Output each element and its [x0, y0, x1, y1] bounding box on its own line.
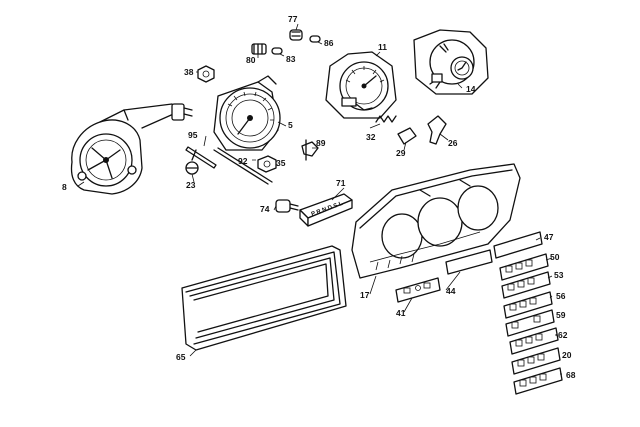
callout-23: 23 — [186, 180, 196, 190]
callout-50: 50 — [550, 252, 560, 262]
part-71-selector-plate: P R N D S L — [299, 193, 353, 227]
part-92-cable — [213, 147, 273, 185]
callout-32: 32 — [366, 132, 376, 142]
callout-62: 62 — [558, 330, 568, 340]
part-17-cluster-housing — [351, 163, 521, 279]
callout-8: 8 — [62, 182, 67, 192]
part-74-bulb-holder — [275, 199, 299, 213]
part-65-plate — [511, 347, 561, 375]
callout-74: 74 — [260, 204, 270, 214]
callout-92: 92 — [238, 156, 248, 166]
part-5-speedometer — [213, 75, 281, 151]
part-77-bulb — [289, 29, 303, 41]
part-50-plate — [499, 253, 549, 281]
part-26-bracket — [427, 115, 447, 145]
part-38-screw — [197, 65, 215, 83]
callout-83: 83 — [286, 54, 296, 64]
part-8-gauge-housing — [70, 103, 193, 195]
part-44-strip — [445, 249, 493, 275]
callout-29: 29 — [396, 148, 406, 158]
part-47-plate — [493, 231, 543, 259]
callout-89: 89 — [316, 138, 326, 148]
callout-77: 77 — [288, 14, 298, 24]
part-62-plate — [509, 327, 559, 355]
part-83-lamp — [271, 47, 283, 55]
part-95-shaft — [185, 146, 217, 169]
callout-47: 47 — [544, 232, 554, 242]
part-53-plate — [501, 271, 551, 299]
callout-26: 26 — [448, 138, 458, 148]
callout-44: 44 — [446, 286, 456, 296]
callout-38: 38 — [184, 67, 194, 77]
part-11-tachometer — [325, 51, 397, 119]
callout-65: 20 — [562, 350, 572, 360]
callout-86: 86 — [324, 38, 334, 48]
part-14-clock-gauge — [413, 29, 489, 95]
callout-11: 11 — [378, 42, 387, 52]
callout-5: 5 — [288, 120, 293, 130]
callout-41: 41 — [396, 308, 406, 318]
part-80-socket — [251, 43, 267, 55]
part-59-plate — [505, 309, 555, 337]
callout-14: 14 — [466, 84, 476, 94]
callout-80: 80 — [246, 55, 256, 65]
part-20-lens-frame — [181, 245, 347, 351]
callout-17: 17 — [360, 290, 370, 300]
callout-71: 71 — [336, 178, 346, 188]
part-86-lamp — [309, 35, 321, 43]
leader-lines — [77, 23, 562, 375]
callout-35: 35 — [276, 158, 286, 168]
part-35-socket — [257, 155, 277, 173]
part-41-switch-strip — [395, 277, 441, 303]
part-89-clip — [301, 139, 319, 161]
part-56-plate — [503, 291, 553, 319]
part-68-plate — [513, 367, 563, 395]
part-32-spring — [375, 115, 397, 123]
callout-59: 59 — [556, 310, 566, 320]
callout-20: 65 — [176, 352, 186, 362]
callout-95: 95 — [188, 130, 198, 140]
callout-68: 68 — [566, 370, 576, 380]
callout-56: 56 — [556, 291, 566, 301]
callout-labels: 77 86 80 83 11 38 14 5 95 32 29 26 89 92… — [62, 14, 576, 380]
part-29-bushing — [397, 127, 417, 145]
callout-53: 53 — [554, 270, 564, 280]
